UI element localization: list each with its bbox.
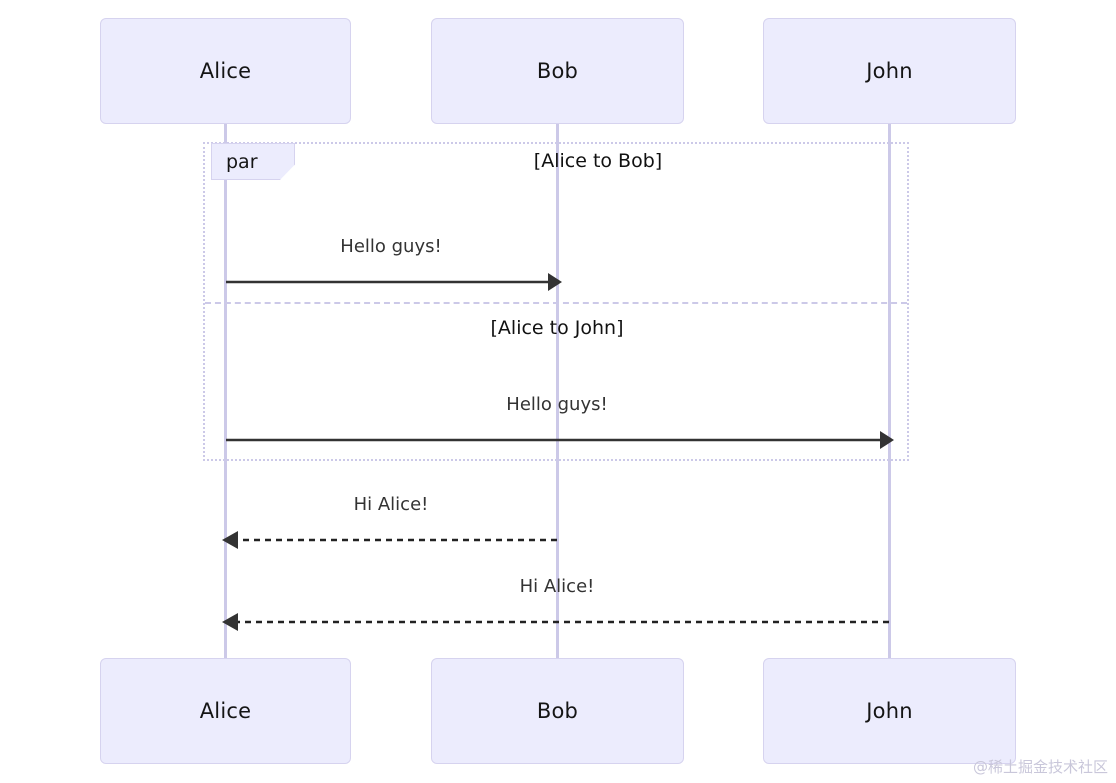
- par-section-divider: [205, 302, 907, 304]
- actor-box-alice-top[interactable]: Alice: [100, 18, 351, 124]
- par-fragment-operator-label: par: [226, 150, 258, 173]
- message-label-m4: Hi Alice!: [519, 576, 595, 597]
- lifeline-alice: [224, 124, 227, 658]
- actor-label-john-bottom: John: [866, 699, 913, 723]
- actor-label-bob-bottom: Bob: [536, 699, 579, 723]
- par-section-label-1: [Alice to John]: [490, 317, 624, 339]
- actor-box-bob-top[interactable]: Bob: [431, 18, 684, 124]
- lifeline-john: [888, 124, 891, 658]
- par-section-label-0: [Alice to Bob]: [533, 150, 663, 172]
- actor-box-john-bottom[interactable]: John: [763, 658, 1016, 764]
- watermark-text: @稀土掘金技术社区: [972, 758, 1108, 776]
- message-label-m3: Hi Alice!: [353, 494, 429, 515]
- message-label-m1: Hello guys!: [340, 236, 442, 257]
- actor-box-alice-bottom[interactable]: Alice: [100, 658, 351, 764]
- lifeline-bob: [556, 124, 559, 658]
- actor-box-bob-bottom[interactable]: Bob: [431, 658, 684, 764]
- actor-label-alice-top: Alice: [199, 59, 252, 83]
- actor-label-bob-top: Bob: [536, 59, 579, 83]
- actor-label-alice-bottom: Alice: [199, 699, 252, 723]
- message-label-m2: Hello guys!: [506, 394, 608, 415]
- par-fragment-frame: [203, 142, 909, 461]
- actor-label-john-top: John: [866, 59, 913, 83]
- actor-box-john-top[interactable]: John: [763, 18, 1016, 124]
- par-fragment-tab: par: [211, 143, 295, 180]
